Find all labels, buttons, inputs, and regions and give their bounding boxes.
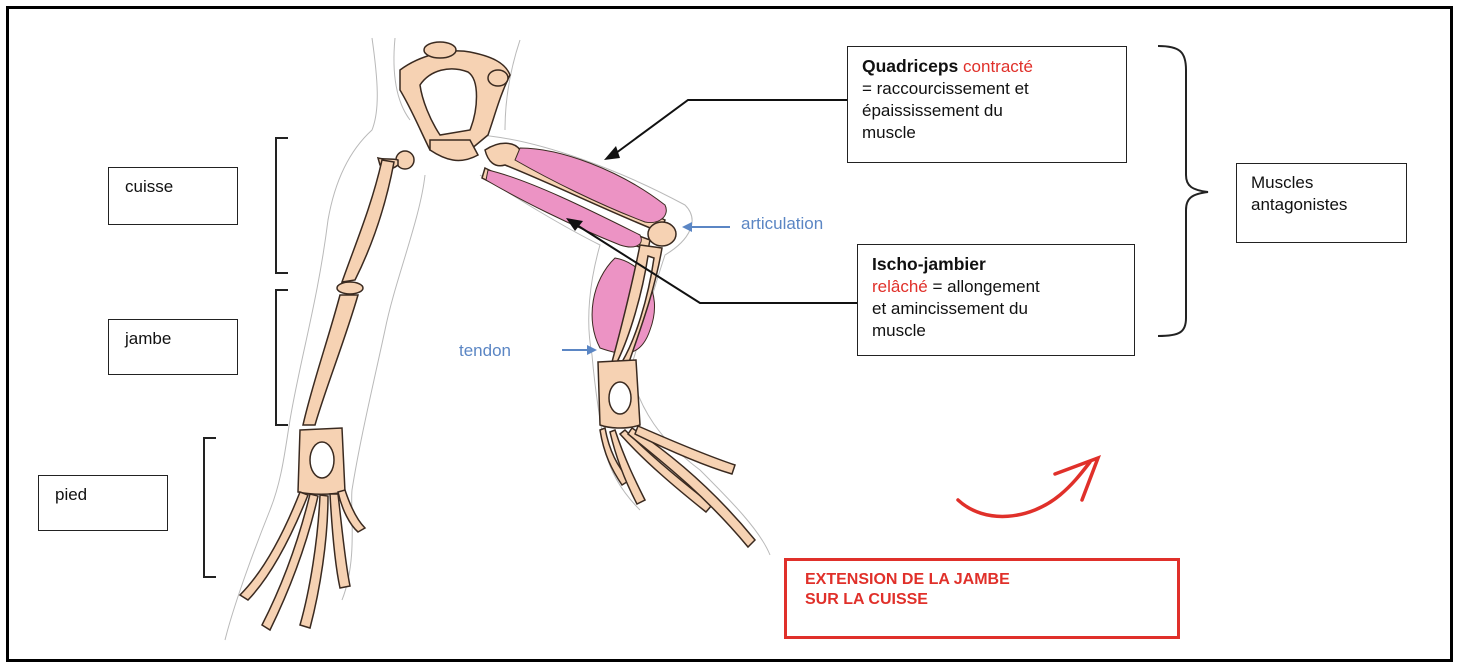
- articulation-arrowhead: [682, 222, 692, 232]
- pied-label: pied: [55, 485, 87, 504]
- extended-toes: [600, 426, 755, 547]
- quadriceps-desc-1: = raccourcissement et: [862, 78, 1112, 100]
- knee-cap: [648, 222, 676, 246]
- ischio-box: Ischo-jambier relâché = allongement et a…: [857, 244, 1135, 356]
- ischio-name: Ischo-jambier: [872, 254, 986, 274]
- quadriceps-desc-3: muscle: [862, 122, 1112, 144]
- ischio-desc-1: = allongement: [928, 277, 1040, 296]
- movement-line-2: SUR LA CUISSE: [805, 590, 1159, 610]
- body-silhouette: [225, 38, 770, 640]
- antagonist-line-1: Muscles: [1251, 172, 1392, 194]
- quadriceps-desc-2: épaississement du: [862, 100, 1112, 122]
- ischio-state: relâché: [872, 277, 928, 296]
- ischio-desc-2: et amincissement du: [872, 298, 1120, 320]
- cuisse-bracket: [276, 138, 288, 273]
- quadriceps-box: Quadriceps contracté = raccourcissement …: [847, 46, 1127, 163]
- antagonist-box: Muscles antagonistes: [1236, 163, 1407, 243]
- jambe-label-box: jambe: [108, 319, 238, 375]
- ischio-desc-3: muscle: [872, 320, 1120, 342]
- pelvis-bone: [400, 42, 510, 160]
- standing-leg-bones: [240, 151, 414, 630]
- tendon-label: tendon: [459, 341, 511, 361]
- antagonist-line-2: antagonistes: [1251, 194, 1392, 216]
- standing-toes: [240, 490, 365, 630]
- antagonist-brace: [1158, 46, 1208, 336]
- jambe-bracket: [276, 290, 288, 425]
- movement-line-1: EXTENSION DE LA JAMBE: [805, 570, 1159, 590]
- pied-bracket: [204, 438, 216, 577]
- pied-label-box: pied: [38, 475, 168, 531]
- movement-arrow-icon: [958, 458, 1098, 516]
- quadriceps-name: Quadriceps: [862, 56, 958, 76]
- quadriceps-pointer: [612, 100, 847, 156]
- quadriceps-arrowhead: [604, 146, 620, 160]
- cuisse-label-box: cuisse: [108, 167, 238, 225]
- jambe-label: jambe: [125, 329, 171, 348]
- quadriceps-state: contracté: [963, 57, 1033, 76]
- cuisse-label: cuisse: [125, 177, 173, 196]
- articulation-label: articulation: [741, 214, 823, 234]
- movement-box: EXTENSION DE LA JAMBE SUR LA CUISSE: [784, 558, 1180, 639]
- standing-femur: [342, 160, 394, 282]
